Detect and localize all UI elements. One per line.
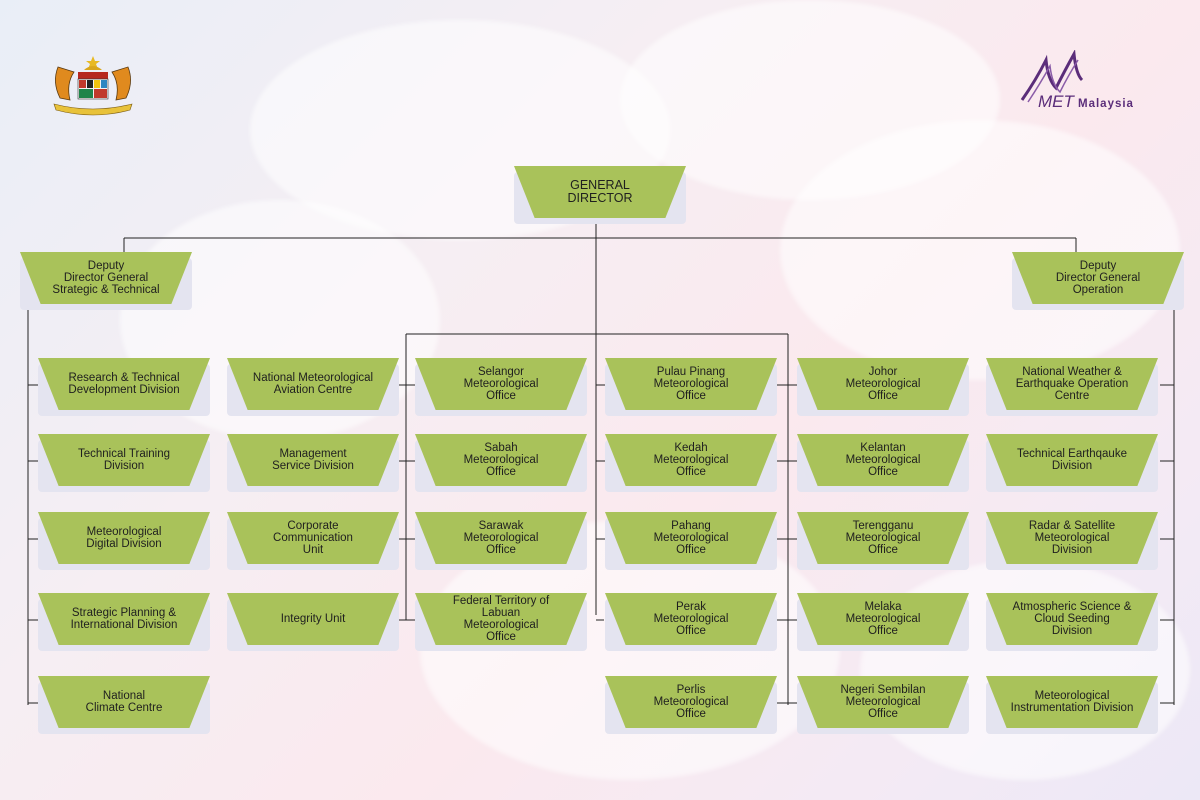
org-unit-label: Terengganu Meteorological Office xyxy=(845,520,921,556)
org-unit-label: Technical Earthqauke Division xyxy=(1017,448,1127,472)
org-unit-box-perlis-meteorological-office: Perlis Meteorological Office xyxy=(605,676,777,734)
org-unit-box-johor-meteorological-office: Johor Meteorological Office xyxy=(797,358,969,416)
org-unit-box-research-technical-development-division: Research & Technical Development Divisio… xyxy=(38,358,210,416)
org-unit-box-corporate-communication-unit: Corporate Communication Unit xyxy=(227,512,399,570)
org-unit-label: Technical Training Division xyxy=(77,448,171,472)
deputy-operation-label: Deputy Director General Operation xyxy=(1055,260,1141,296)
org-unit-box-radar-satellite-meteorological-division: Radar & Satellite Meteorological Divisio… xyxy=(986,512,1158,570)
org-unit-box-terengganu-meteorological-office: Terengganu Meteorological Office xyxy=(797,512,969,570)
org-unit-label: Management Service Division xyxy=(272,448,354,472)
org-unit-label: Atmospheric Science & Cloud Seeding Divi… xyxy=(1012,601,1132,637)
org-unit-label: Radar & Satellite Meteorological Divisio… xyxy=(1028,520,1116,556)
org-unit-box-perak-meteorological-office: Perak Meteorological Office xyxy=(605,593,777,651)
met-logo-word: Malaysia xyxy=(1078,98,1134,110)
general-director-label: GENERAL DIRECTOR xyxy=(567,178,633,205)
org-unit-box-melaka-meteorological-office: Melaka Meteorological Office xyxy=(797,593,969,651)
org-unit-label: Pahang Meteorological Office xyxy=(653,520,729,556)
deputy-strategic-technical-box: Deputy Director General Strategic & Tech… xyxy=(20,252,192,310)
org-unit-box-technical-earthqauke-division: Technical Earthqauke Division xyxy=(986,434,1158,492)
org-unit-box-sabah-meteorological-office: Sabah Meteorological Office xyxy=(415,434,587,492)
org-unit-box-meteorological-instrumentation-division: Meteorological Instrumentation Division xyxy=(986,676,1158,734)
org-unit-label: Melaka Meteorological Office xyxy=(845,601,921,637)
org-unit-box-negeri-sembilan-meteorological-office: Negeri Sembilan Meteorological Office xyxy=(797,676,969,734)
met-malaysia-logo: MET Malaysia xyxy=(1020,50,1134,111)
org-unit-label: National Meteorological Aviation Centre xyxy=(252,372,374,396)
org-unit-label: Kelantan Meteorological Office xyxy=(845,442,921,478)
org-unit-label: Kedah Meteorological Office xyxy=(653,442,729,478)
deputy-operation-box: Deputy Director General Operation xyxy=(1012,252,1184,310)
org-unit-box-technical-training-division: Technical Training Division xyxy=(38,434,210,492)
org-unit-label: Meteorological Digital Division xyxy=(86,526,162,550)
org-unit-box-national-weather-earthquake-operation-ce: National Weather & Earthquake Operation … xyxy=(986,358,1158,416)
org-unit-box-sarawak-meteorological-office: Sarawak Meteorological Office xyxy=(415,512,587,570)
org-unit-label: Negeri Sembilan Meteorological Office xyxy=(840,684,926,720)
org-unit-box-pulau-pinang-meteorological-office: Pulau Pinang Meteorological Office xyxy=(605,358,777,416)
org-unit-label: Sabah Meteorological Office xyxy=(463,442,539,478)
coat-of-arms-logo xyxy=(53,56,133,116)
background-cloud xyxy=(780,120,1180,380)
org-unit-box-selangor-meteorological-office: Selangor Meteorological Office xyxy=(415,358,587,416)
org-unit-label: Perak Meteorological Office xyxy=(653,601,729,637)
org-unit-label: Corporate Communication Unit xyxy=(273,520,353,556)
org-unit-box-atmospheric-science-cloud-seeding-divisi: Atmospheric Science & Cloud Seeding Divi… xyxy=(986,593,1158,651)
org-unit-box-kedah-meteorological-office: Kedah Meteorological Office xyxy=(605,434,777,492)
org-unit-label: Strategic Planning & International Divis… xyxy=(70,607,178,631)
org-unit-label: Research & Technical Development Divisio… xyxy=(68,372,180,396)
met-logo-mark: MET xyxy=(1038,92,1076,111)
org-unit-box-meteorological-digital-division: Meteorological Digital Division xyxy=(38,512,210,570)
org-unit-box-strategic-planning-international-divisio: Strategic Planning & International Divis… xyxy=(38,593,210,651)
deputy-strategic-technical-label: Deputy Director General Strategic & Tech… xyxy=(52,260,160,296)
org-unit-label: Sarawak Meteorological Office xyxy=(463,520,539,556)
org-unit-box-pahang-meteorological-office: Pahang Meteorological Office xyxy=(605,512,777,570)
org-unit-box-integrity-unit: Integrity Unit xyxy=(227,593,399,651)
org-unit-box-national-meteorological-aviation-centre: National Meteorological Aviation Centre xyxy=(227,358,399,416)
org-unit-label: National Weather & Earthquake Operation … xyxy=(1015,366,1129,402)
org-unit-label: National Climate Centre xyxy=(85,690,163,714)
org-unit-label: Pulau Pinang Meteorological Office xyxy=(653,366,729,402)
org-unit-label: Integrity Unit xyxy=(280,613,346,625)
org-unit-label: Johor Meteorological Office xyxy=(845,366,921,402)
org-unit-box-kelantan-meteorological-office: Kelantan Meteorological Office xyxy=(797,434,969,492)
org-unit-label: Meteorological Instrumentation Division xyxy=(1010,690,1134,714)
org-unit-box-management-service-division: Management Service Division xyxy=(227,434,399,492)
org-unit-label: Selangor Meteorological Office xyxy=(463,366,539,402)
org-unit-label: Federal Territory of Labuan Meteorologic… xyxy=(452,595,550,643)
general-director-box: GENERAL DIRECTOR xyxy=(514,166,686,224)
org-unit-box-national-climate-centre: National Climate Centre xyxy=(38,676,210,734)
org-unit-label: Perlis Meteorological Office xyxy=(653,684,729,720)
org-unit-box-federal-territory-of-labuan-meteorologic: Federal Territory of Labuan Meteorologic… xyxy=(415,593,587,651)
